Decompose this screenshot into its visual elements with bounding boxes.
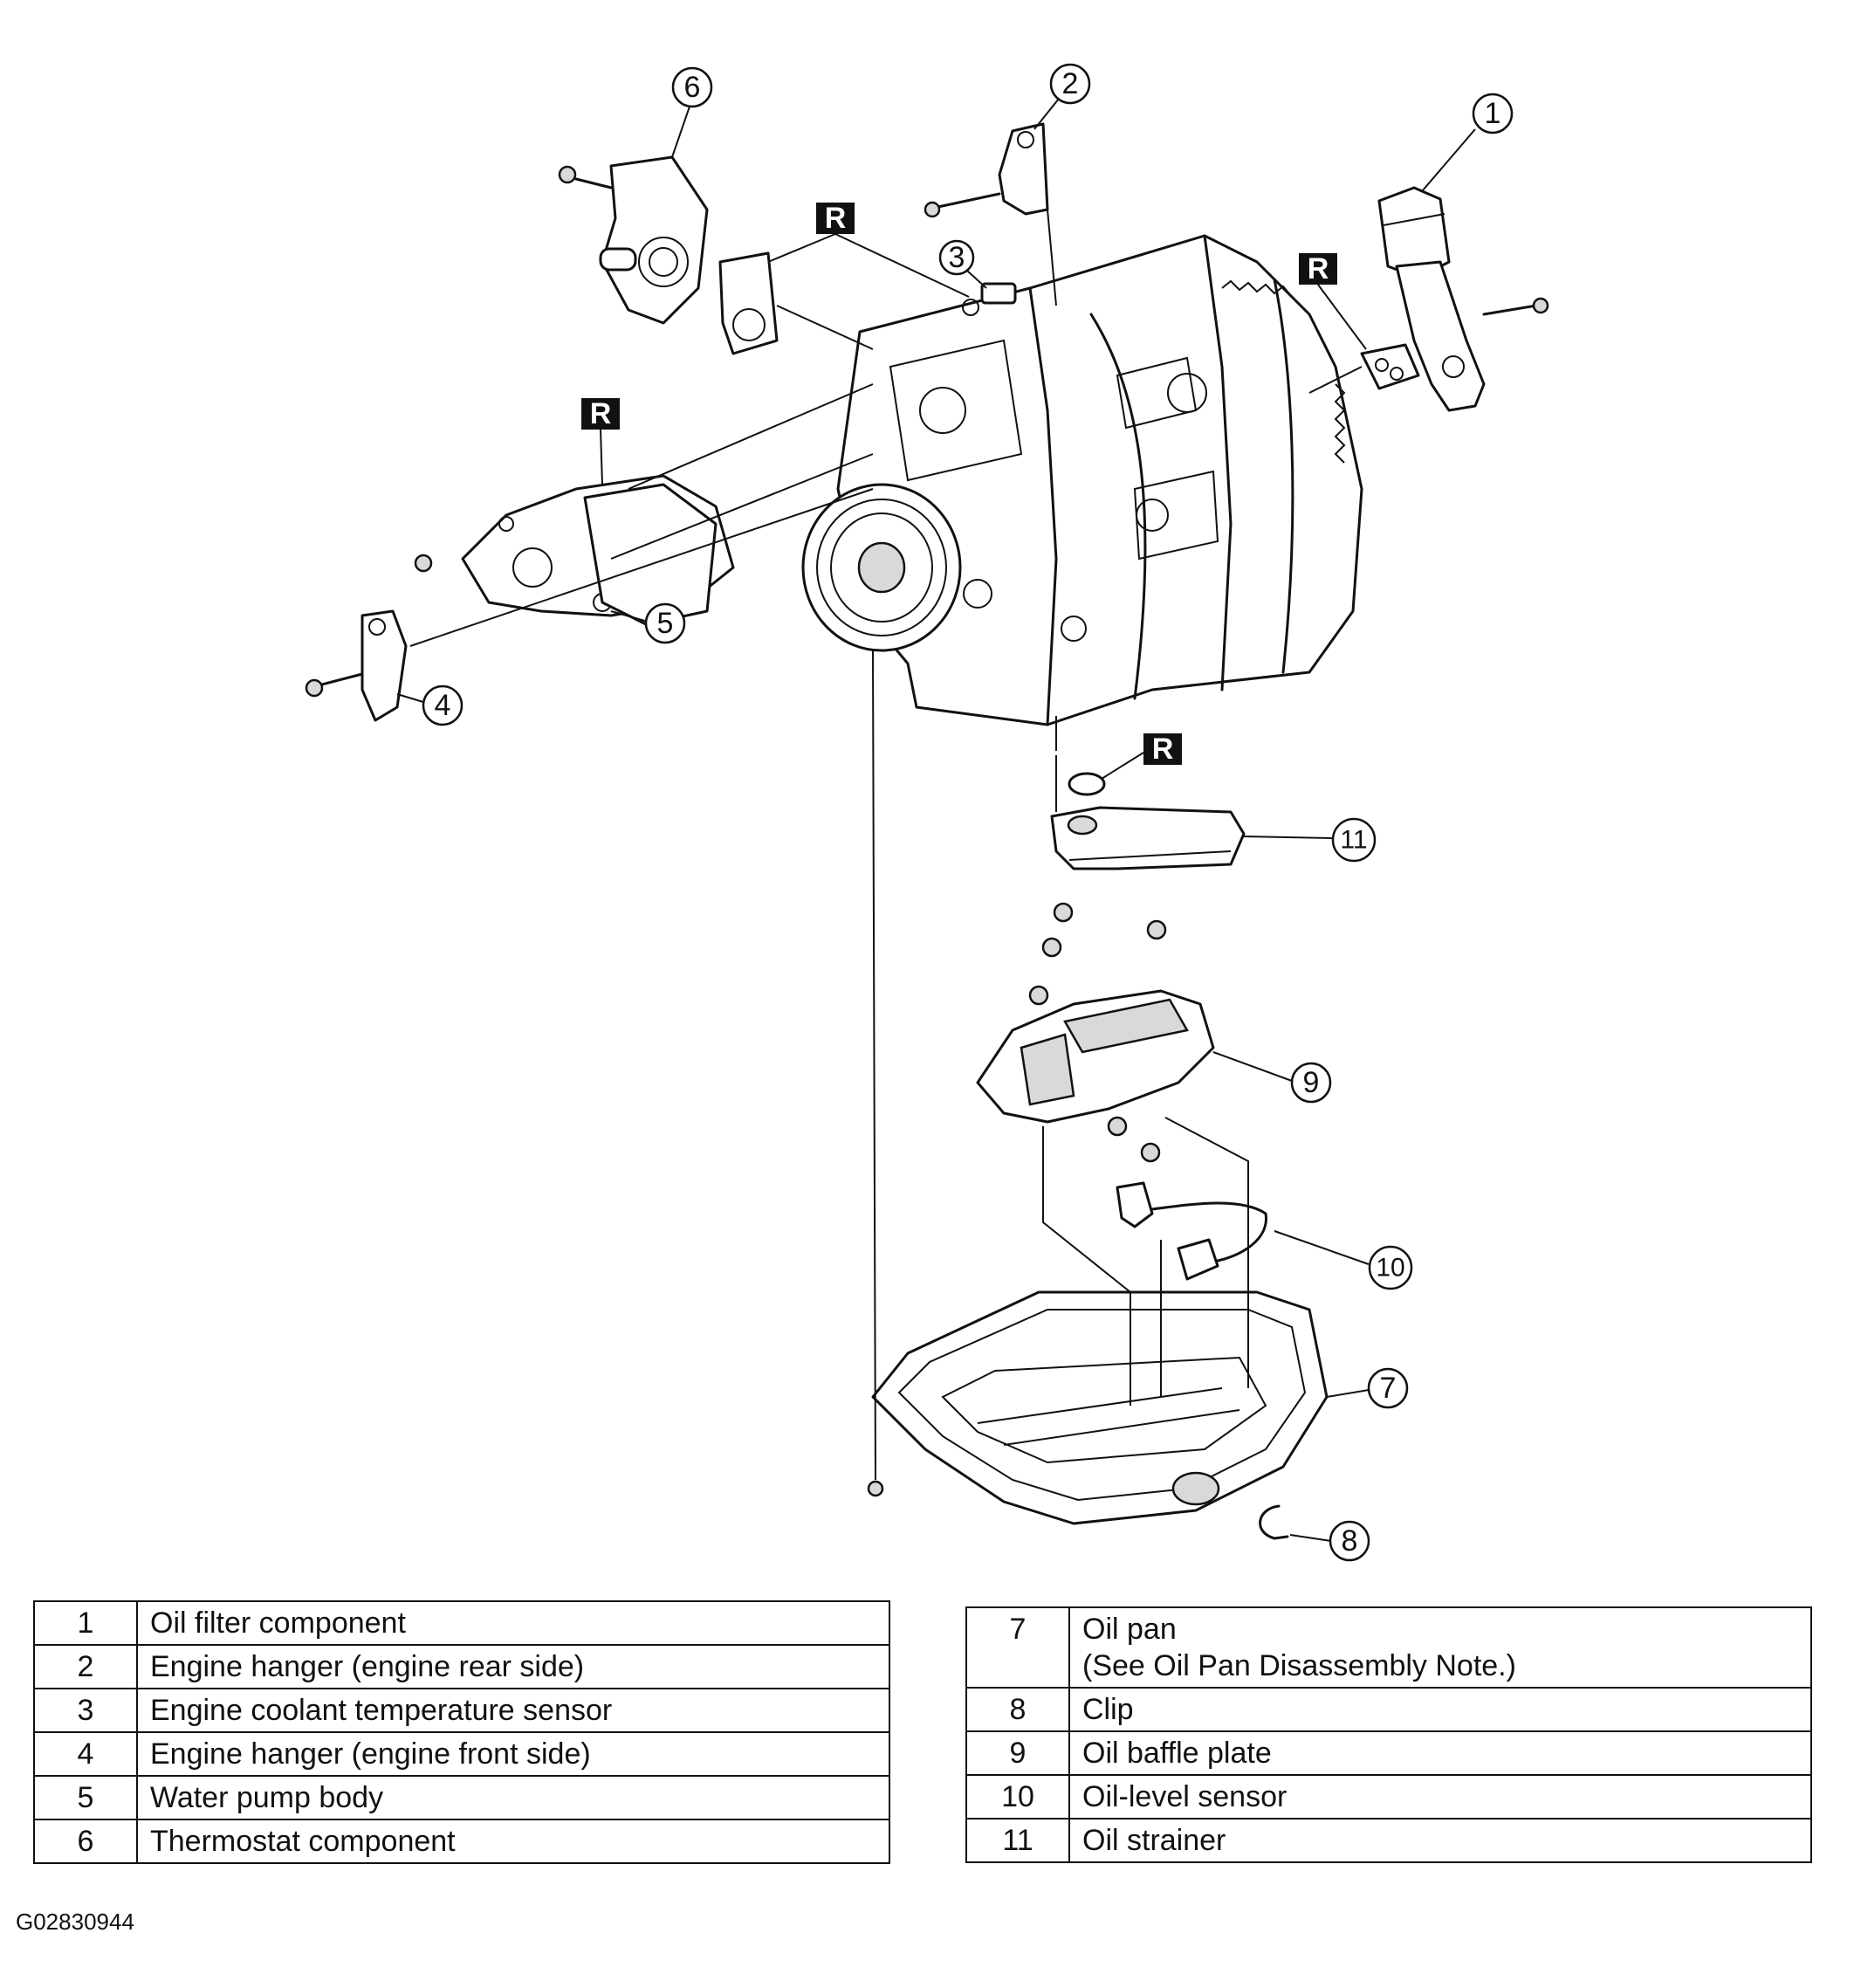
replace-badge: R — [1299, 252, 1367, 350]
callout-5: 5 — [610, 602, 686, 644]
replace-badge: R — [767, 202, 970, 298]
legend-description: Oil strainer — [1068, 1818, 1812, 1863]
callout-6: 6 — [671, 66, 713, 158]
svg-text:7: 7 — [1380, 1372, 1397, 1405]
legend-description-note: (See Oil Pan Disassembly Note.) — [1082, 1649, 1516, 1682]
legend-number: 11 — [965, 1818, 1070, 1863]
legend-number: 4 — [33, 1731, 138, 1777]
callout-8: 8 — [1289, 1520, 1370, 1562]
engine-block — [836, 234, 1363, 726]
oil-level-sensor — [1107, 1116, 1267, 1281]
alignment-lines — [409, 209, 1363, 1481]
replace-badge: R — [1101, 733, 1182, 780]
svg-text:3: 3 — [949, 241, 965, 274]
legend-description: Thermostat component — [136, 1819, 890, 1864]
legend-row: 7 Oil pan (See Oil Pan Disassembly Note.… — [965, 1606, 1812, 1689]
oil-filter-gasket — [1360, 343, 1420, 390]
svg-text:R: R — [1308, 252, 1329, 285]
legend-description: Engine hanger (engine front side) — [136, 1731, 890, 1777]
legend-description: Water pump body — [136, 1775, 890, 1820]
legend-number: 5 — [33, 1775, 138, 1820]
parts-legend-right: 7 Oil pan (See Oil Pan Disassembly Note.… — [965, 1606, 1812, 1863]
svg-text:6: 6 — [684, 71, 701, 104]
water-pump-gasket — [583, 483, 718, 626]
legend-description: Oil pan (See Oil Pan Disassembly Note.) — [1068, 1606, 1812, 1689]
thermostat-gasket — [718, 251, 779, 355]
legend-number: 9 — [965, 1730, 1070, 1776]
oil-filter-component — [1377, 186, 1549, 412]
svg-text:10: 10 — [1376, 1254, 1404, 1283]
bolt-set-upper — [1028, 902, 1167, 1006]
legend-number: 3 — [33, 1688, 138, 1733]
svg-text:9: 9 — [1303, 1066, 1320, 1099]
legend-number: 1 — [33, 1600, 138, 1646]
o-ring — [1068, 772, 1106, 796]
legend-number: 8 — [965, 1687, 1070, 1732]
legend-description: Oil-level sensor — [1068, 1774, 1812, 1819]
engine-hanger-front — [305, 609, 408, 722]
oil-pan — [867, 1290, 1329, 1525]
legend-number: 6 — [33, 1819, 138, 1864]
svg-text:R: R — [1152, 733, 1174, 766]
legend-number: 7 — [965, 1606, 1070, 1689]
oil-strainer — [1050, 806, 1246, 870]
svg-text:2: 2 — [1062, 67, 1079, 100]
svg-text:8: 8 — [1342, 1524, 1358, 1558]
legend-description: Engine hanger (engine rear side) — [136, 1644, 890, 1689]
callout-10: 10 — [1274, 1230, 1413, 1290]
oil-baffle-plate — [976, 989, 1215, 1124]
legend-description: Clip — [1068, 1687, 1812, 1732]
legend-description: Oil filter component — [136, 1600, 890, 1646]
callout-9: 9 — [1212, 1051, 1332, 1104]
callout-3: 3 — [938, 239, 987, 289]
svg-text:R: R — [590, 397, 612, 430]
svg-text:5: 5 — [657, 607, 674, 640]
callout-1: 1 — [1422, 93, 1514, 191]
svg-text:4: 4 — [435, 689, 451, 722]
thermostat-component — [558, 155, 709, 325]
legend-description: Oil baffle plate — [1068, 1730, 1812, 1776]
clip — [1259, 1504, 1289, 1540]
svg-text:1: 1 — [1485, 97, 1501, 130]
legend-number: 2 — [33, 1644, 138, 1689]
coolant-temperature-sensor — [962, 282, 1017, 316]
engine-hanger-rear — [924, 122, 1049, 218]
figure-id: G02830944 — [16, 1909, 134, 1935]
crank-pulley — [801, 483, 962, 652]
callout-2: 2 — [1033, 63, 1091, 130]
legend-description: Engine coolant temperature sensor — [136, 1688, 890, 1733]
replace-badge: R — [581, 397, 620, 485]
svg-text:11: 11 — [1340, 826, 1367, 855]
legend-description-text: Oil pan — [1082, 1613, 1177, 1646]
svg-text:R: R — [825, 202, 847, 235]
legend-number: 10 — [965, 1774, 1070, 1819]
callout-7: 7 — [1326, 1367, 1409, 1409]
callout-11: 11 — [1243, 817, 1377, 863]
exploded-view-diagram: R R R R 1 2 3 4 5 6 7 — [305, 63, 1549, 1562]
callout-4: 4 — [396, 684, 464, 726]
